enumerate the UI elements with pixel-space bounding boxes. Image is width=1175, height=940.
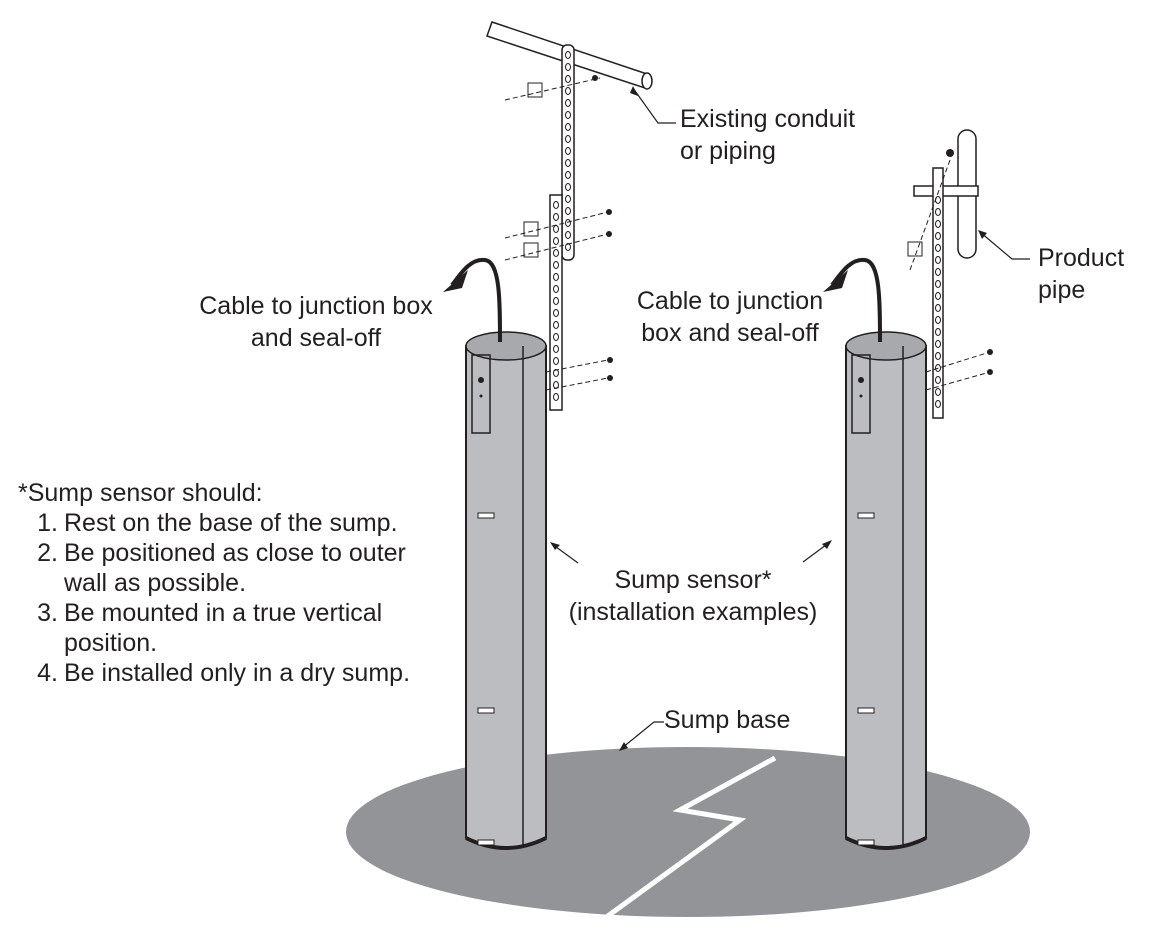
strip-hole xyxy=(553,357,559,365)
strip-hole xyxy=(935,388,941,396)
strip-hole xyxy=(565,159,571,167)
strip-hole xyxy=(565,147,571,155)
strip-hole xyxy=(553,213,559,221)
label-line: Sump sensor* xyxy=(614,566,772,594)
cable-left xyxy=(443,257,502,343)
sensor-requirements-note: *Sump sensor should: 1. Rest on the base… xyxy=(18,478,410,688)
note-item-number: 1. xyxy=(37,509,58,537)
strip-hole xyxy=(565,99,571,107)
label-sump-base: Sump base xyxy=(664,706,791,734)
label-line: box and seal-off xyxy=(641,319,819,347)
label-line: Cable to junction box xyxy=(199,292,433,320)
note-item-number: 2. xyxy=(37,539,58,567)
strip-hole xyxy=(935,256,941,264)
strip-hole xyxy=(935,304,941,312)
strip-hole xyxy=(553,345,559,353)
strip-hole xyxy=(565,51,571,59)
strip-hole xyxy=(553,297,559,305)
label-cable-right: Cable to junction box and seal-off xyxy=(625,285,835,349)
label-line: or piping xyxy=(680,137,776,165)
label-line: (installation examples) xyxy=(568,598,818,626)
label-line: Existing conduit xyxy=(680,105,856,133)
sump-base-break-line xyxy=(603,755,777,921)
note-heading: *Sump sensor should: xyxy=(18,479,263,507)
leader-sump-base xyxy=(621,721,664,749)
label-product-pipe: Product pipe xyxy=(1038,242,1124,306)
strip-hole xyxy=(565,111,571,119)
note-item: 4. Be installed only in a dry sump. xyxy=(18,658,410,688)
label-cable-left: Cable to junction box and seal-off xyxy=(185,290,447,354)
strip-hole xyxy=(935,232,941,240)
strip-hole xyxy=(565,63,571,71)
label-sump-sensor: Sump sensor* (installation examples) xyxy=(553,564,833,628)
strip-hole xyxy=(553,321,559,329)
sump-sensor-right xyxy=(845,331,927,850)
strip-hole xyxy=(565,195,571,203)
label-line: and seal-off xyxy=(250,324,382,352)
strip-hole xyxy=(935,244,941,252)
strip-hole xyxy=(553,225,559,233)
strip-hole xyxy=(935,376,941,384)
strip-hole xyxy=(565,75,571,83)
sump-base xyxy=(346,747,1030,917)
note-item-number: 3. xyxy=(37,599,58,627)
strip-hole xyxy=(553,333,559,341)
label-line: Product xyxy=(1038,244,1125,272)
strip-hole xyxy=(565,171,571,179)
strip-hole xyxy=(935,316,941,324)
strip-hole xyxy=(565,243,571,251)
mounting-strip-left xyxy=(504,44,613,411)
strip-hole xyxy=(553,369,559,377)
strip-hole xyxy=(935,340,941,348)
note-item-number: 4. xyxy=(37,659,58,687)
strip-hole xyxy=(553,201,559,209)
note-item-text: Rest on the base of the sump. xyxy=(64,509,398,537)
strip-hole xyxy=(553,261,559,269)
strip-hole xyxy=(565,87,571,95)
strip-hole xyxy=(935,220,941,228)
strip-hole xyxy=(935,328,941,336)
strip-hole xyxy=(935,400,941,408)
strip-hole xyxy=(553,237,559,245)
strip-hole xyxy=(935,196,941,204)
strip-hole xyxy=(553,309,559,317)
label-existing-conduit: Existing conduit or piping xyxy=(680,103,855,167)
strip-hole xyxy=(565,207,571,215)
note-item: 1. Rest on the base of the sump. xyxy=(18,508,410,538)
note-item-text: Be positioned as close to outer wall as … xyxy=(64,539,406,597)
strip-hole xyxy=(553,285,559,293)
label-line: pipe xyxy=(1038,276,1086,304)
strip-hole xyxy=(565,219,571,227)
strip-hole xyxy=(553,249,559,257)
label-line: Cable to junction xyxy=(636,287,824,315)
strip-hole xyxy=(553,273,559,281)
note-item: 2. Be positioned as close to outer wall … xyxy=(18,538,410,598)
sump-sensor-left xyxy=(465,331,547,850)
strip-hole xyxy=(935,268,941,276)
strip-hole xyxy=(565,183,571,191)
strip-hole xyxy=(935,208,941,216)
leader-product-pipe xyxy=(979,231,1030,260)
note-item: 3. Be mounted in a true vertical positio… xyxy=(18,598,410,658)
product-pipe xyxy=(907,129,993,419)
strip-hole xyxy=(935,352,941,360)
cable-right xyxy=(823,257,882,343)
strip-hole xyxy=(935,280,941,288)
leader-conduit xyxy=(632,87,676,124)
strip-hole xyxy=(565,231,571,239)
strip-hole xyxy=(553,393,559,401)
note-item-text: Be mounted in a true vertical position. xyxy=(64,599,383,657)
strip-hole xyxy=(565,135,571,143)
strip-hole xyxy=(565,123,571,131)
note-item-text: Be installed only in a dry sump. xyxy=(64,659,411,687)
strip-hole xyxy=(935,292,941,300)
